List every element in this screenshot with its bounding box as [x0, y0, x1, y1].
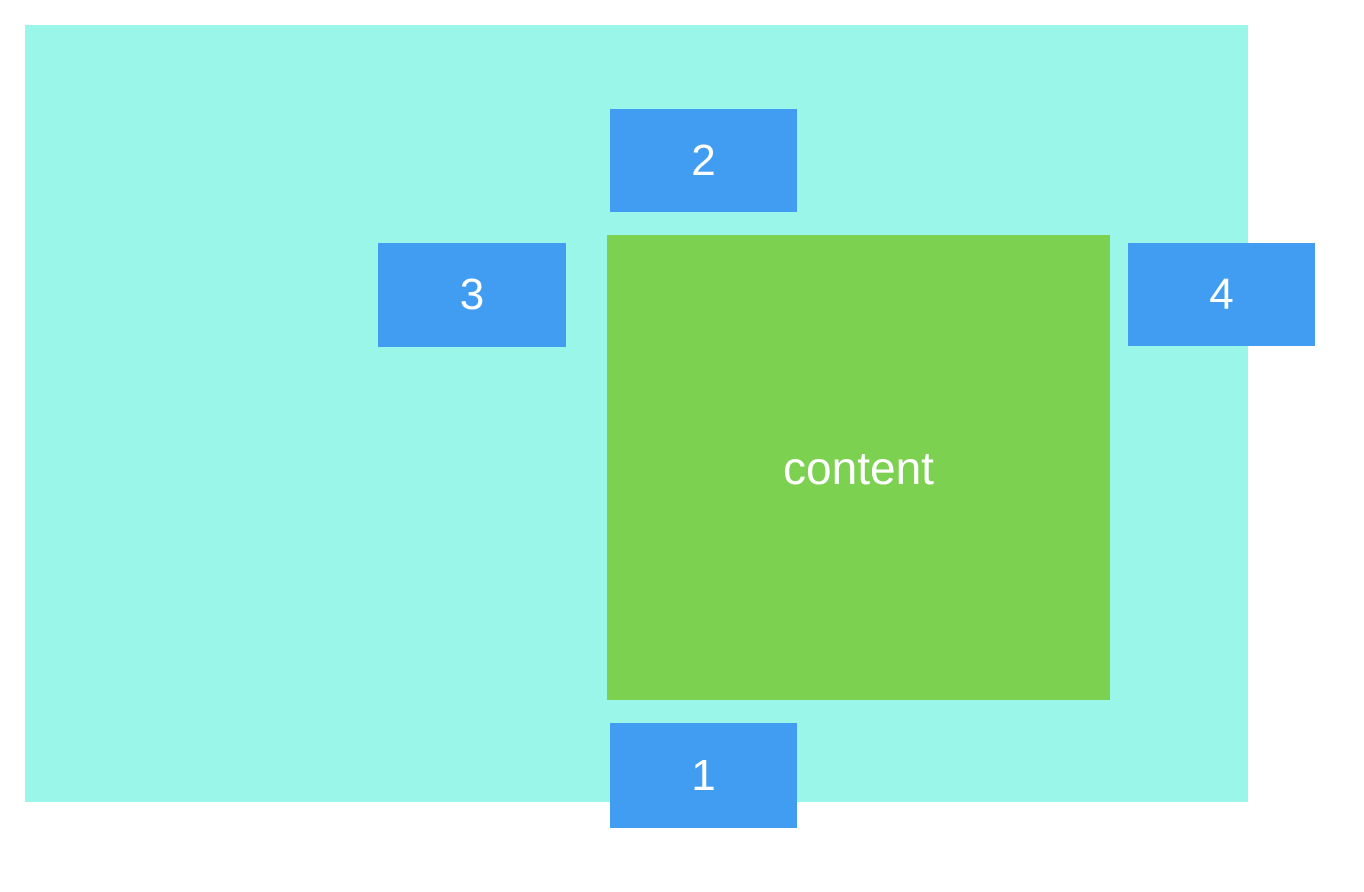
placement-box-3: 3 — [378, 243, 566, 347]
placement-box-2: 2 — [610, 109, 797, 212]
placement-box-3-label: 3 — [459, 270, 485, 319]
placement-box-1: 1 — [610, 723, 797, 828]
content-box: content — [607, 235, 1110, 700]
placement-box-4-label: 4 — [1209, 269, 1234, 319]
placement-box-2-label: 2 — [691, 135, 716, 185]
placement-box-1-label: 1 — [691, 750, 716, 800]
content-label: content — [783, 441, 934, 494]
placement-box-4: 4 — [1128, 243, 1315, 346]
